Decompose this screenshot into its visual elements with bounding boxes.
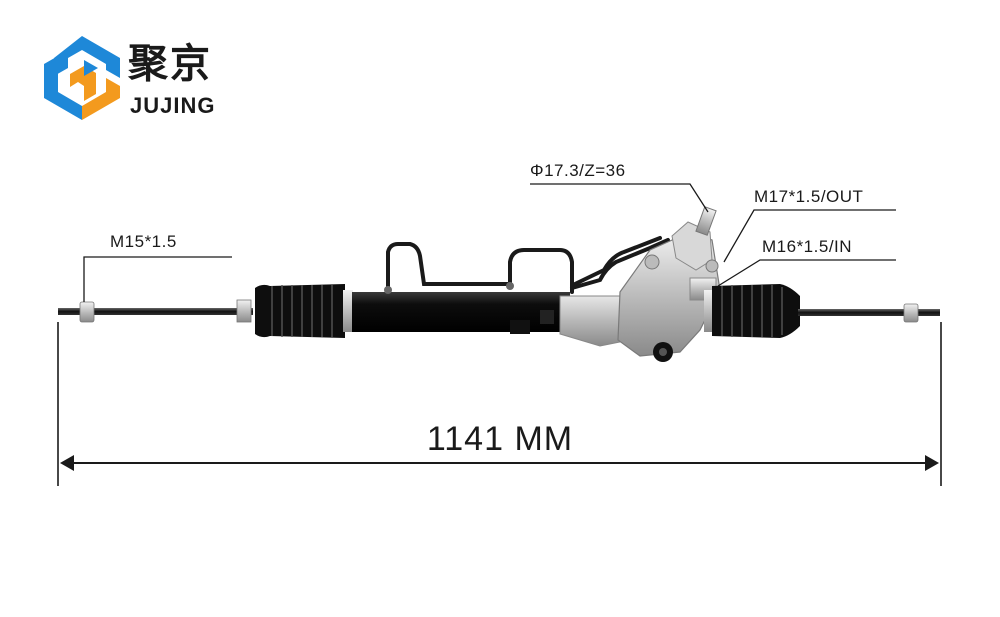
overall-length-dimension [57,322,942,486]
left-tie-rod [58,308,253,315]
port-out-spec: M17*1.5/OUT [754,187,864,206]
right-jam-nut [903,303,919,323]
valve-body [559,206,721,362]
pinion-spec: Φ17.3/Z=36 [530,161,626,180]
leader-out [723,209,896,263]
right-boot [704,284,800,338]
port-in-spec: M16*1.5/IN [762,237,853,256]
brand-name-english: JUJING [130,93,216,118]
left-thread-spec: M15*1.5 [110,232,177,251]
overall-length-label: 1141 MM [426,420,574,458]
leader-in [717,259,896,287]
leader-pinion [530,183,709,213]
left-boot [255,284,353,338]
right-tie-rod [798,309,940,316]
brand-name-chinese: 聚京 [128,41,212,87]
leader-m15 [83,256,232,302]
left-jam-nut [79,301,95,323]
rack-housing-tube [352,292,570,332]
hydraulic-lines [386,236,670,294]
jujing-logo-icon [44,36,120,120]
